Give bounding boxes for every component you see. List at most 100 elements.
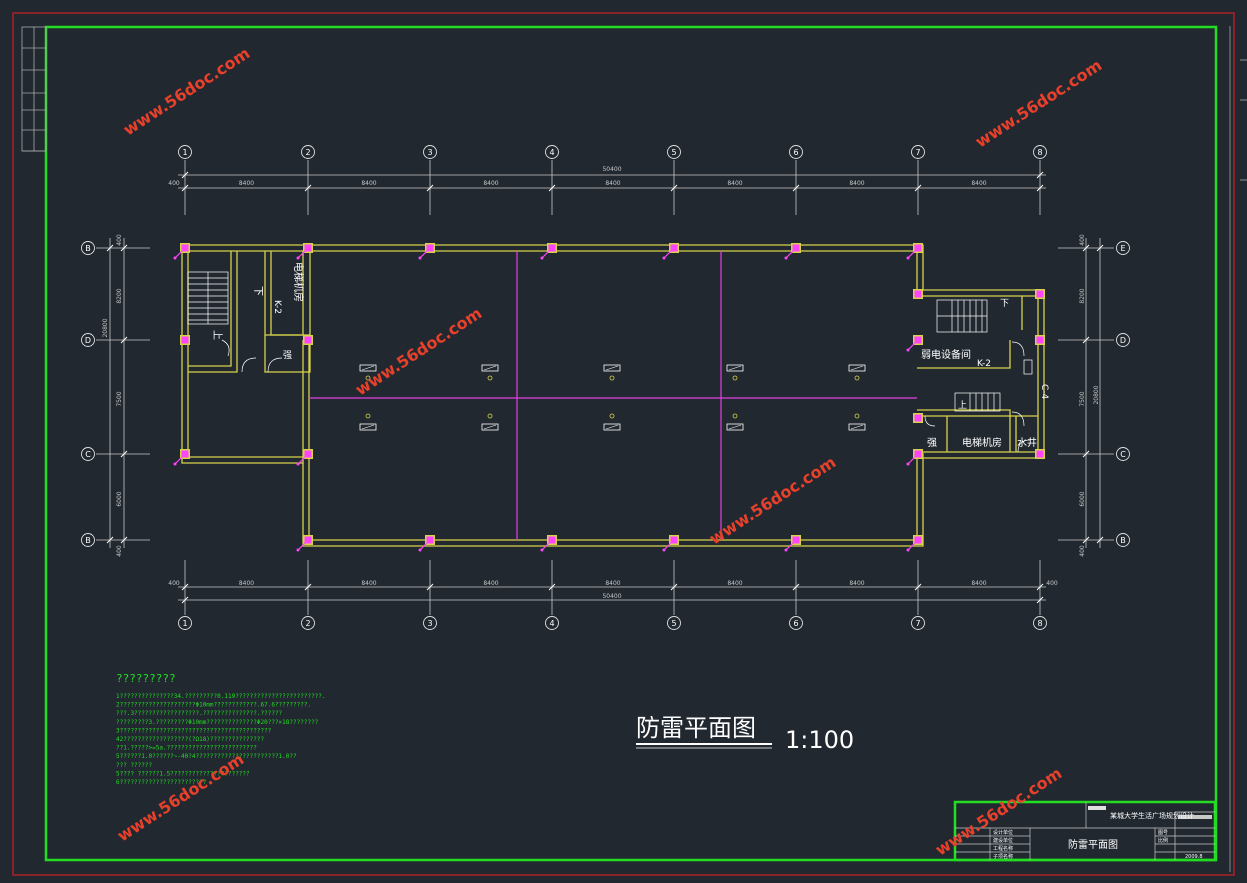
notes-line-5: 42??????????????????(?Ω18)??????????????… bbox=[116, 736, 264, 743]
roof-vent-slash bbox=[850, 365, 864, 371]
title-block-row4: 子项名称 bbox=[993, 853, 1013, 860]
dim-top-span-4: 8400 bbox=[727, 180, 742, 187]
axis-left-0-label: B bbox=[85, 244, 91, 253]
dim-top-tick-2 bbox=[426, 184, 434, 192]
dim-right-end-bottom: 400 bbox=[1079, 545, 1086, 557]
column-9-core bbox=[914, 290, 922, 298]
axis-bottom-1-circle bbox=[178, 616, 192, 630]
column-11 bbox=[906, 335, 923, 352]
axis-right-2: C bbox=[1116, 447, 1130, 461]
axis-right-3-circle bbox=[1116, 533, 1130, 547]
axis-bottom-3-circle bbox=[423, 616, 437, 630]
axis-right-3-label: B bbox=[1120, 536, 1126, 545]
roof-vent-box bbox=[359, 423, 377, 431]
column-18-lead bbox=[297, 539, 309, 551]
column-4-lead bbox=[663, 247, 675, 259]
notes-line-3: ?????????3.?????????Φ10mm??????????????Φ… bbox=[116, 719, 319, 726]
outer-frame bbox=[12, 12, 1235, 876]
dim-top-end: 400 bbox=[168, 180, 180, 187]
column-20 bbox=[540, 535, 557, 552]
column-3 bbox=[540, 243, 557, 260]
dim-bottom-tick-7 bbox=[1036, 583, 1044, 591]
column-3-lead bbox=[541, 247, 553, 259]
dim-left-span-2: 6000 bbox=[116, 491, 123, 506]
dim-top-span-2: 8400 bbox=[483, 180, 498, 187]
axis-bottom-8-circle bbox=[1033, 616, 1047, 630]
dim-right-span-1: 7500 bbox=[1079, 391, 1086, 406]
column-0-lead bbox=[174, 247, 186, 259]
room-label-weak-room: 弱电设备间 bbox=[921, 348, 971, 361]
axis-right-0-label: E bbox=[1120, 244, 1125, 253]
down-conductor-columns bbox=[173, 243, 1045, 552]
room-label-c4: C-4 bbox=[1039, 384, 1049, 400]
column-12 bbox=[1035, 335, 1045, 345]
roof-vent-box bbox=[359, 364, 377, 372]
notes-line-2: ???.3??????????????????.???????????????.… bbox=[116, 710, 283, 717]
column-11-lead bbox=[907, 339, 919, 351]
axis-bottom-2-label: 2 bbox=[305, 619, 310, 628]
room-label-strong-right: 强 bbox=[927, 437, 937, 449]
dim-right-tick-3 bbox=[1082, 536, 1090, 544]
axis-top-5-circle bbox=[667, 145, 681, 159]
axis-bottom-8-label: 8 bbox=[1037, 619, 1042, 628]
column-0 bbox=[173, 243, 190, 260]
dim-bottom-tick-4 bbox=[670, 583, 678, 591]
column-15-lead-end bbox=[906, 462, 910, 466]
dim-left-end-bottom: 400 bbox=[116, 545, 123, 557]
dim-left-end-top: 400 bbox=[116, 234, 123, 246]
axis-top-7-label: 7 bbox=[915, 148, 920, 157]
roof-vent-box bbox=[603, 423, 621, 431]
title-block-row3: 工程名称 bbox=[993, 845, 1013, 852]
column-1 bbox=[296, 243, 313, 260]
column-8-core bbox=[304, 336, 312, 344]
dim-left-total-tick-b bbox=[106, 536, 114, 544]
axis-top-3: 3 bbox=[423, 145, 437, 159]
axis-top-6-circle bbox=[789, 145, 803, 159]
dim-left-span-0: 8200 bbox=[116, 288, 123, 303]
room-label-elevator-left: 电梯机房 bbox=[292, 262, 305, 302]
column-1-lead-end bbox=[296, 256, 300, 260]
dim-bottom-span-6: 8400 bbox=[971, 580, 986, 587]
column-15 bbox=[906, 449, 923, 466]
roof-vent-2-0 bbox=[603, 364, 621, 381]
axis-top-4-circle bbox=[545, 145, 559, 159]
column-21 bbox=[662, 535, 679, 552]
axis-bottom-2: 2 bbox=[301, 616, 315, 630]
room-label-small-left: 强 bbox=[283, 350, 292, 361]
axis-top-3-label: 3 bbox=[427, 148, 432, 157]
column-20-lead bbox=[541, 539, 553, 551]
roof-vent-4-1 bbox=[848, 413, 866, 431]
dim-bottom-span-1: 8400 bbox=[361, 580, 376, 587]
roof-vent-slash bbox=[728, 424, 742, 430]
axis-bottom-6-label: 6 bbox=[793, 619, 798, 628]
dim-left-span-1: 7500 bbox=[116, 391, 123, 406]
title-block-project: 某城大学生活广场规划设计 bbox=[1110, 811, 1194, 820]
column-19-lead bbox=[419, 539, 431, 551]
roof-vent-slash bbox=[361, 365, 375, 371]
column-14 bbox=[296, 449, 313, 466]
dim-bottom-tick-2 bbox=[426, 583, 434, 591]
column-17 bbox=[913, 413, 923, 423]
dim-bottom-end-right: 400 bbox=[1046, 580, 1058, 587]
dim-top-tick-0 bbox=[181, 184, 189, 192]
axis-bottom-8: 8 bbox=[1033, 616, 1047, 630]
axis-top-8-label: 8 bbox=[1037, 148, 1042, 157]
room-label-k2-right: K-2 bbox=[977, 359, 991, 369]
room-label-down-left: 下 bbox=[252, 286, 263, 296]
dim-left-tick-1 bbox=[120, 336, 128, 344]
roof-vent-box bbox=[481, 423, 499, 431]
dim-top-tick-1 bbox=[304, 184, 312, 192]
roof-vent-box bbox=[603, 364, 621, 372]
axis-top-1: 1 bbox=[178, 145, 192, 159]
column-10-core bbox=[1036, 290, 1044, 298]
roof-vent-marker bbox=[365, 413, 371, 419]
dim-right-total-tick-t bbox=[1096, 244, 1104, 252]
dim-top-tick-5 bbox=[792, 184, 800, 192]
notes-line-6: ??1.?????>=5a.????????????????????????? bbox=[116, 745, 257, 752]
dim-right-span-2: 6000 bbox=[1079, 491, 1086, 506]
roof-vent-marker bbox=[854, 375, 860, 381]
dim-right-total-tick-b bbox=[1096, 536, 1104, 544]
stairs-right bbox=[924, 299, 1033, 453]
axis-top-2: 2 bbox=[301, 145, 315, 159]
